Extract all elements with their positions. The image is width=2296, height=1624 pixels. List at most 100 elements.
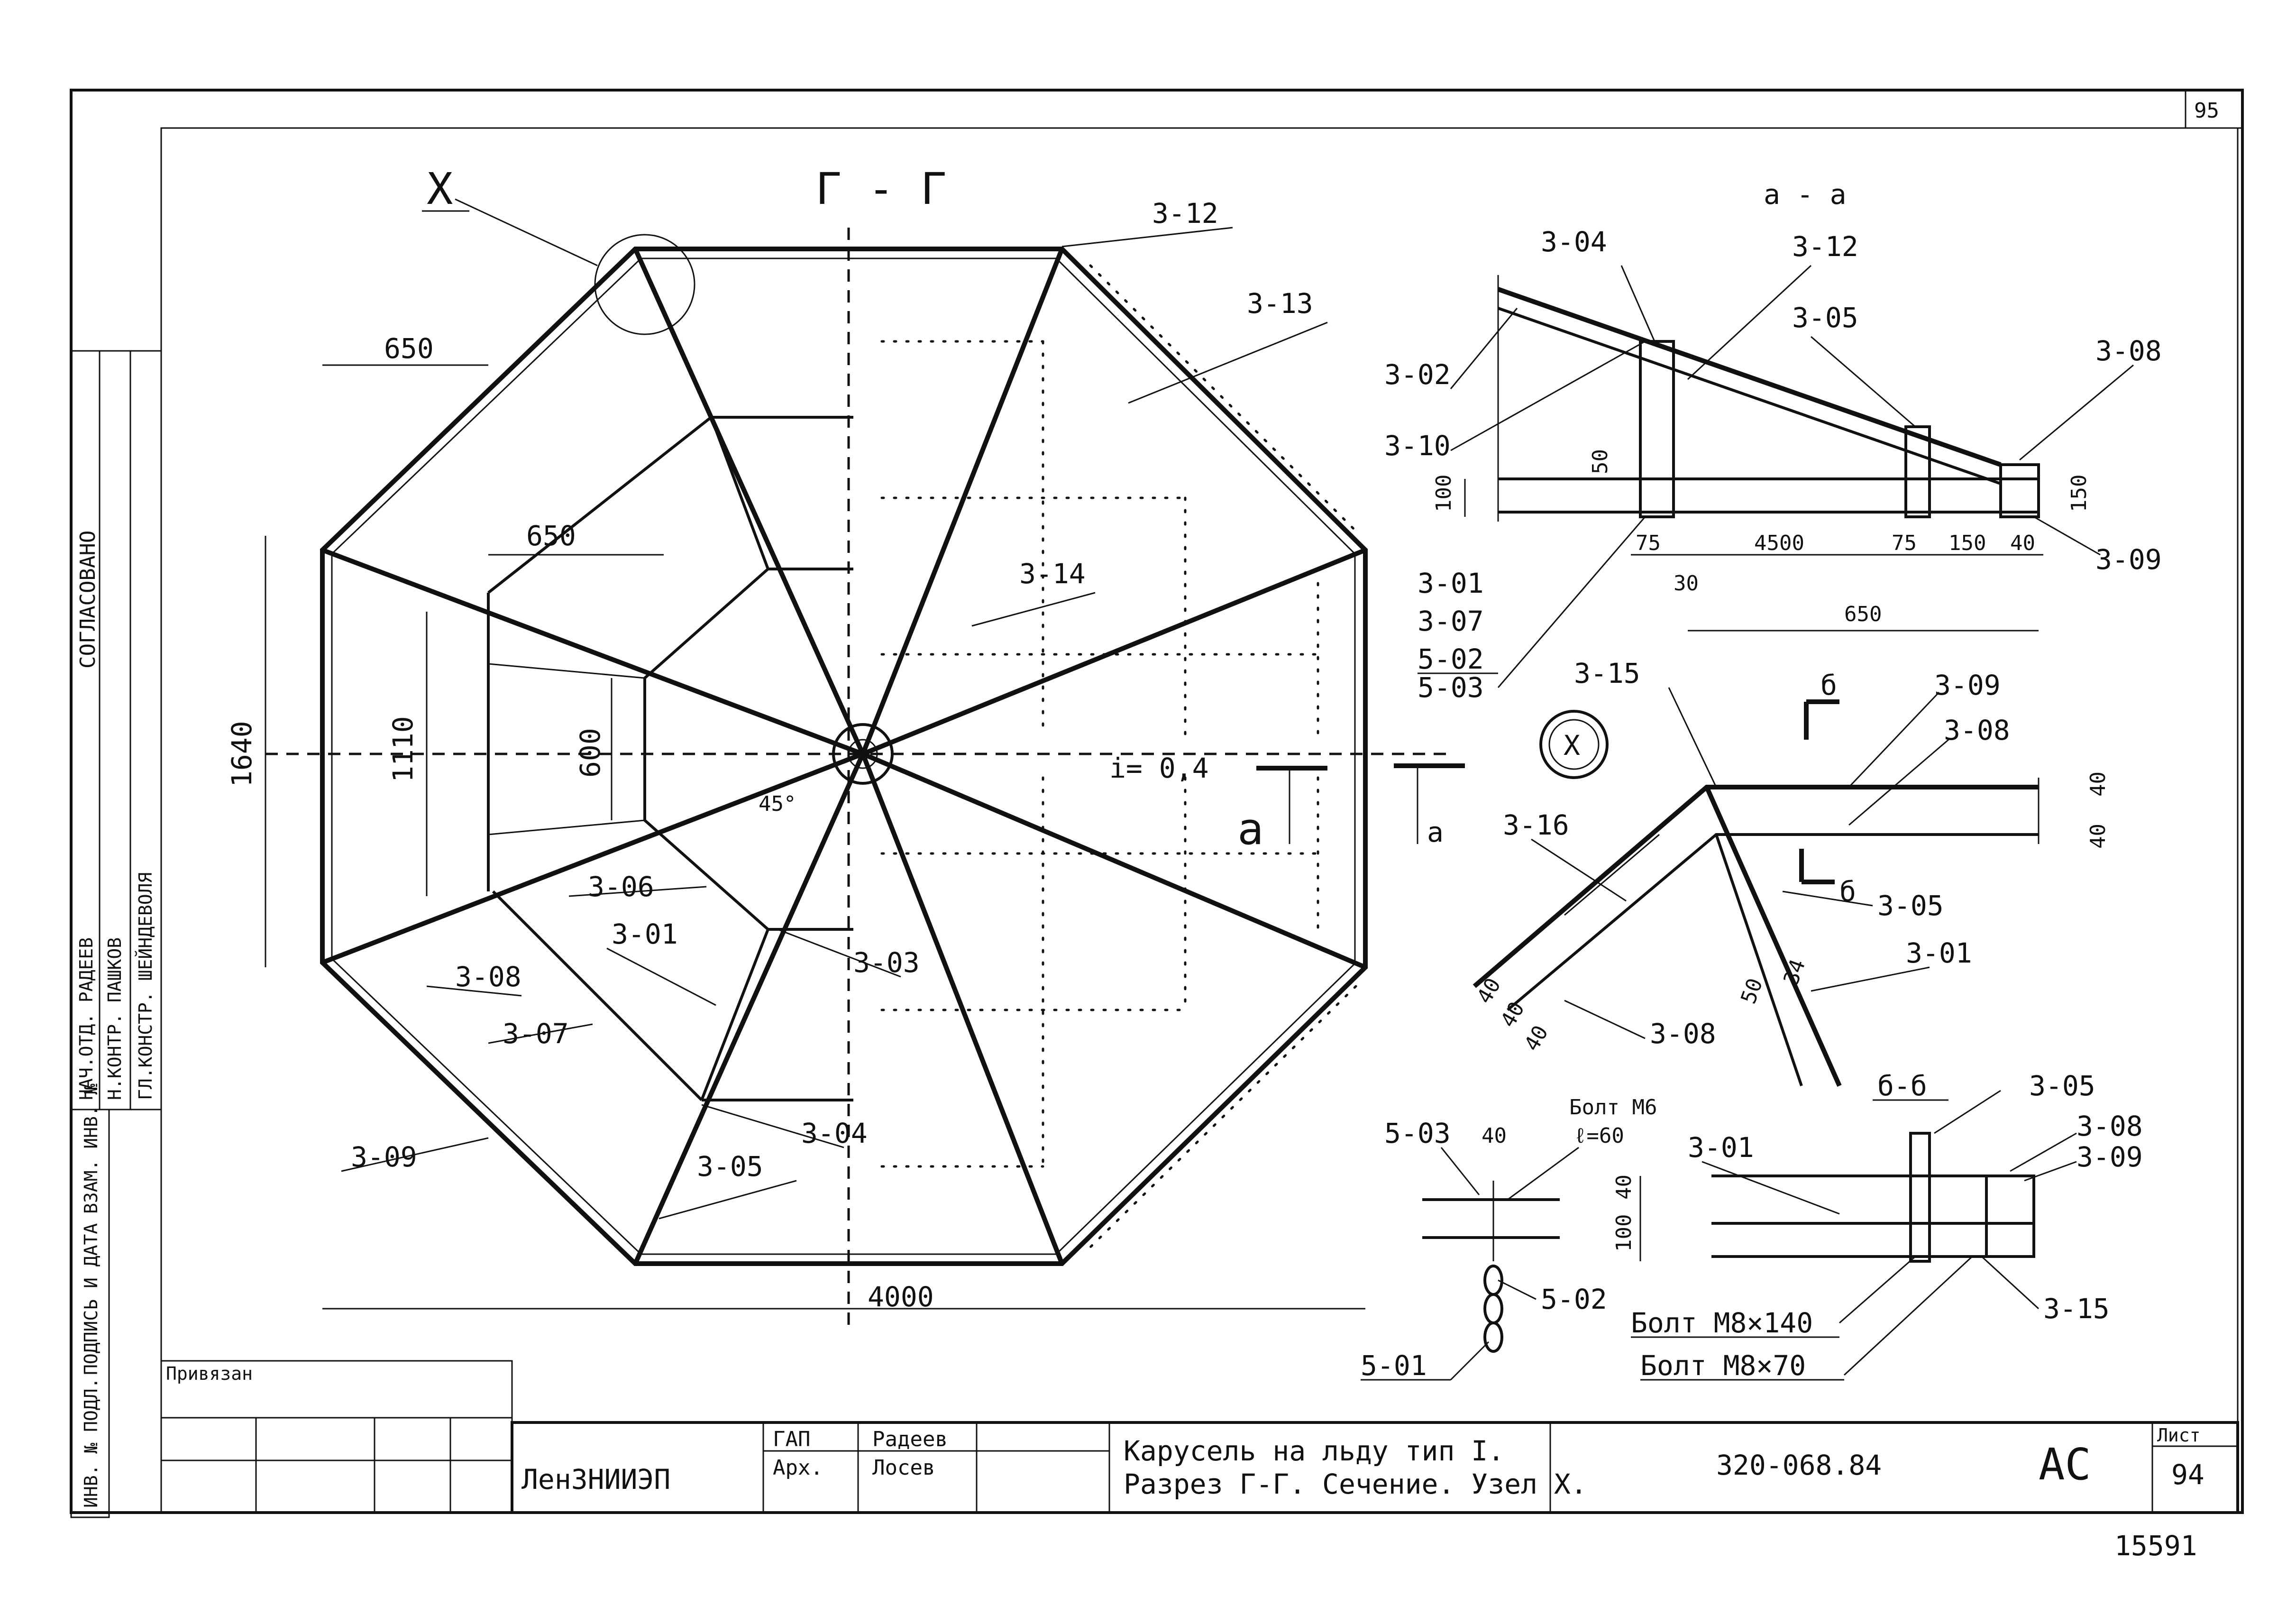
mark-3-09: 3-09 xyxy=(351,1141,417,1173)
rafter xyxy=(860,753,1064,1265)
dim-650-top: 650 xyxy=(384,332,434,365)
plan-section-gg: X Г - Г 650 650 1640 1110 600 4000 45° i… xyxy=(226,164,1465,1332)
aa-mark-3-04: 3-04 xyxy=(1541,226,1607,258)
purlin xyxy=(492,890,703,1101)
x-mark-3-09: 3-09 xyxy=(1934,669,2001,701)
chain-dim-40: 40 xyxy=(1482,1124,1507,1148)
x-marker-b-top: б xyxy=(1820,669,1837,701)
mark-3-14: 3-14 xyxy=(1019,558,1086,590)
top-sheet-box xyxy=(2185,89,2243,129)
aa-dim-4500: 4500 xyxy=(1754,531,1804,555)
rafter xyxy=(321,548,864,756)
aa-mark-3-02: 3-02 xyxy=(1384,358,1451,391)
mark-3-06: 3-06 xyxy=(588,871,654,903)
title-line-1: Карусель на льду тип I. xyxy=(1124,1435,1504,1467)
inner-frame xyxy=(160,127,2239,1514)
title-role-2: Арх. xyxy=(773,1456,823,1480)
aa-dim-150: 150 xyxy=(2067,475,2091,512)
aa-mark-3-05: 3-05 xyxy=(1792,302,1858,334)
x-dim-50: 50 xyxy=(1736,975,1767,1007)
node-x-callout-circle xyxy=(594,234,695,335)
aa-dim-30: 30 xyxy=(1674,571,1699,596)
x-mark-3-08b: 3-08 xyxy=(1650,1018,1716,1050)
title-privyazan: Привязан xyxy=(166,1363,253,1384)
dim-600: 600 xyxy=(574,728,606,778)
aa-dim-100: 100 xyxy=(1432,475,1456,512)
x-dim-40d: 40 xyxy=(1496,998,1529,1031)
bb-mark-3-08: 3-08 xyxy=(2076,1110,2143,1142)
dim-4000: 4000 xyxy=(868,1281,934,1313)
dim-1640: 1640 xyxy=(226,721,258,787)
mark-3-01: 3-01 xyxy=(612,918,678,950)
aa-dim-650: 650 xyxy=(1844,602,1882,626)
chain-mark-5-02: 5-02 xyxy=(1541,1283,1607,1315)
x-mark-3-01: 3-01 xyxy=(1906,937,1972,969)
mark-3-03: 3-03 xyxy=(853,946,920,979)
x-dim-40c: 40 xyxy=(1472,974,1506,1008)
x-mark-3-08: 3-08 xyxy=(1944,714,2010,746)
aa-dim-75b: 75 xyxy=(1892,531,1917,555)
aa-mark-3-10: 3-10 xyxy=(1384,430,1451,462)
rafter xyxy=(321,752,864,965)
aa-mark-3-09: 3-09 xyxy=(2095,543,2162,576)
cladding-dots xyxy=(880,264,1357,1248)
title-name-2: Лосев xyxy=(872,1456,935,1480)
aa-dim-150b: 150 xyxy=(1948,531,1986,555)
stamp-vzam: ВЗАМ. ИНВ. № xyxy=(81,1083,101,1214)
chain-mark-5-01: 5-01 xyxy=(1361,1349,1427,1382)
stamp-row-3: ГЛ.КОНСТР. ШЕЙНДЕВОЛЯ xyxy=(135,872,156,1100)
node-x-leader xyxy=(455,198,598,266)
marker-a-left: а xyxy=(1237,804,1263,854)
rafter xyxy=(633,752,865,1265)
title-line-2: Разрез Г-Г. Сечение. Узел X. xyxy=(1124,1468,1587,1500)
title-org: ЛенЗНИИЭП xyxy=(521,1463,670,1496)
bb-mark-3-15: 3-15 xyxy=(2043,1293,2110,1325)
bb-dim-100: 100 xyxy=(1612,1214,1636,1252)
x-mark-3-15: 3-15 xyxy=(1574,657,1640,689)
mark-3-04: 3-04 xyxy=(801,1117,868,1149)
bolt-m6-length: ℓ=60 xyxy=(1574,1124,1624,1148)
title-stage: АС xyxy=(2039,1439,2091,1490)
stamp-row-2: Н.КОНТР. ПАШКОВ xyxy=(104,937,125,1100)
title-code: 320-068.84 xyxy=(1716,1449,1882,1481)
x-mark-3-05: 3-05 xyxy=(1877,890,1944,922)
aa-mark-5-03: 5-03 xyxy=(1418,671,1484,704)
title-block: Привязан ЛенЗНИИЭП ГАП Арх. Радеев Лосев… xyxy=(160,1360,2239,1514)
node-x-label: X xyxy=(427,164,453,214)
rafter xyxy=(860,248,1064,755)
node-x-symbol xyxy=(1539,710,1609,779)
title-sheet: 94 xyxy=(2171,1459,2205,1491)
outer-frame xyxy=(70,89,2244,1514)
node-x-detail: X 40 40 б б 3-15 3-09 3-08 3-16 3-05 3-0… xyxy=(1472,657,2110,1102)
x-dim-40e: 40 xyxy=(1519,1021,1553,1055)
dim-1110: 1110 xyxy=(387,716,419,782)
stamp-inv: ИНВ. № ПОДЛ. xyxy=(81,1377,101,1508)
x-mark-3-16: 3-16 xyxy=(1503,809,1569,841)
aa-mark-3-01: 3-01 xyxy=(1418,567,1484,599)
aa-dim-50: 50 xyxy=(1588,449,1612,474)
aa-mark-3-12: 3-12 xyxy=(1792,230,1858,263)
bb-mark-3-09: 3-09 xyxy=(2076,1141,2143,1173)
node-x-symbol-label: X xyxy=(1564,729,1580,762)
octagon-outline xyxy=(320,247,1368,1266)
marker-a-right: а xyxy=(1427,816,1444,848)
bb-dim-40: 40 xyxy=(1612,1174,1636,1200)
stamp-row-1: НАЧ.ОТД. РАДЕЕВ xyxy=(76,937,97,1100)
aa-mark-5-02: 5-02 xyxy=(1418,643,1484,675)
rafter xyxy=(862,548,1366,756)
side-stamp: СОГЛАСОВАНО НАЧ.ОТД. РАДЕЕВ Н.КОНТР. ПАШ… xyxy=(70,350,162,1518)
title-name-1: Радеев xyxy=(872,1427,948,1451)
x-dim-40a: 40 xyxy=(2086,771,2110,797)
section-aa-title: а - а xyxy=(1764,178,1847,211)
stamp-sign: ПОДПИСЬ И ДАТА xyxy=(81,1223,101,1375)
purlin xyxy=(487,416,712,594)
top-sheet-number: 95 xyxy=(2194,99,2219,123)
section-aa: а - а 100 50 150 75 4500 75 150 40 30 65… xyxy=(1384,178,2162,704)
section-bb: 40 100 3-01 3-05 3-08 3-09 3-15 Болт М8×… xyxy=(1612,1070,2143,1382)
mark-3-08: 3-08 xyxy=(455,961,521,993)
bolt-m8x140: Болт М8×140 xyxy=(1631,1307,1813,1339)
section-gg-title: Г - Г xyxy=(815,164,947,214)
bb-mark-3-01: 3-01 xyxy=(1688,1131,1754,1164)
mark-3-07: 3-07 xyxy=(503,1018,569,1050)
